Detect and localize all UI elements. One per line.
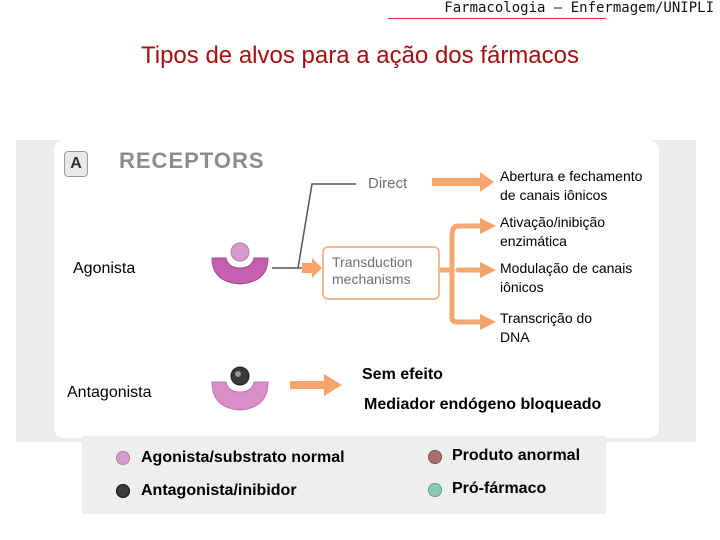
direct-arrow <box>432 172 494 192</box>
outcome-channel-modulation: Modulação de canais iônicos <box>500 260 633 295</box>
channel-modulation-arrow <box>480 262 496 278</box>
dna-arrow <box>480 314 496 330</box>
transduction-input-arrow <box>302 258 322 278</box>
panel-heading: RECEPTORS <box>119 148 265 173</box>
no-effect-label: Sem efeito <box>362 366 443 383</box>
transduction-label: Transduction mechanisms <box>332 254 413 287</box>
agonist-substrate-dot-icon <box>116 451 130 465</box>
agonist-label: Agonista <box>73 260 136 277</box>
legend-prodrug: Pró-fármaco <box>452 480 547 497</box>
panel-badge: A <box>64 151 88 177</box>
blocked-mediator-label: Mediador endógeno bloqueado <box>364 396 602 413</box>
agonist-receptor <box>211 242 269 285</box>
legend-abnormal-product: Produto anormal <box>452 447 581 464</box>
legend-antagonist-inhibitor: Antagonista/inibidor <box>141 482 297 499</box>
header-underline <box>388 18 606 19</box>
antagonist-arrow <box>290 374 342 396</box>
direct-label: Direct <box>368 175 408 192</box>
legend-agonist-substrate: Agonista/substrato normal <box>141 449 345 466</box>
outcome-ion-channel: Abertura e fechamento de canais iônicos <box>500 168 643 203</box>
slide-title: Tipos de alvos para a ação dos fármacos <box>140 42 579 69</box>
antagonist-label: Antagonista <box>67 384 152 401</box>
enzyme-arrow <box>480 218 496 234</box>
branch-direct-line <box>272 183 356 269</box>
branch-connector <box>437 223 461 325</box>
prodrug-dot-icon <box>428 483 442 497</box>
abnormal-product-dot-icon <box>428 450 442 464</box>
outcome-dna: Transcrição do DNA <box>500 310 593 345</box>
transduction-box <box>322 246 440 300</box>
outcome-enzyme: Ativação/inibição enzimática <box>500 214 606 249</box>
course-header: Farmacologia – Enfermagem/UNIPLI <box>444 0 714 16</box>
antagonist-receptor <box>211 366 269 411</box>
receptors-panel <box>54 140 659 438</box>
antagonist-inhibitor-dot-icon <box>116 484 130 498</box>
legend <box>82 436 606 514</box>
